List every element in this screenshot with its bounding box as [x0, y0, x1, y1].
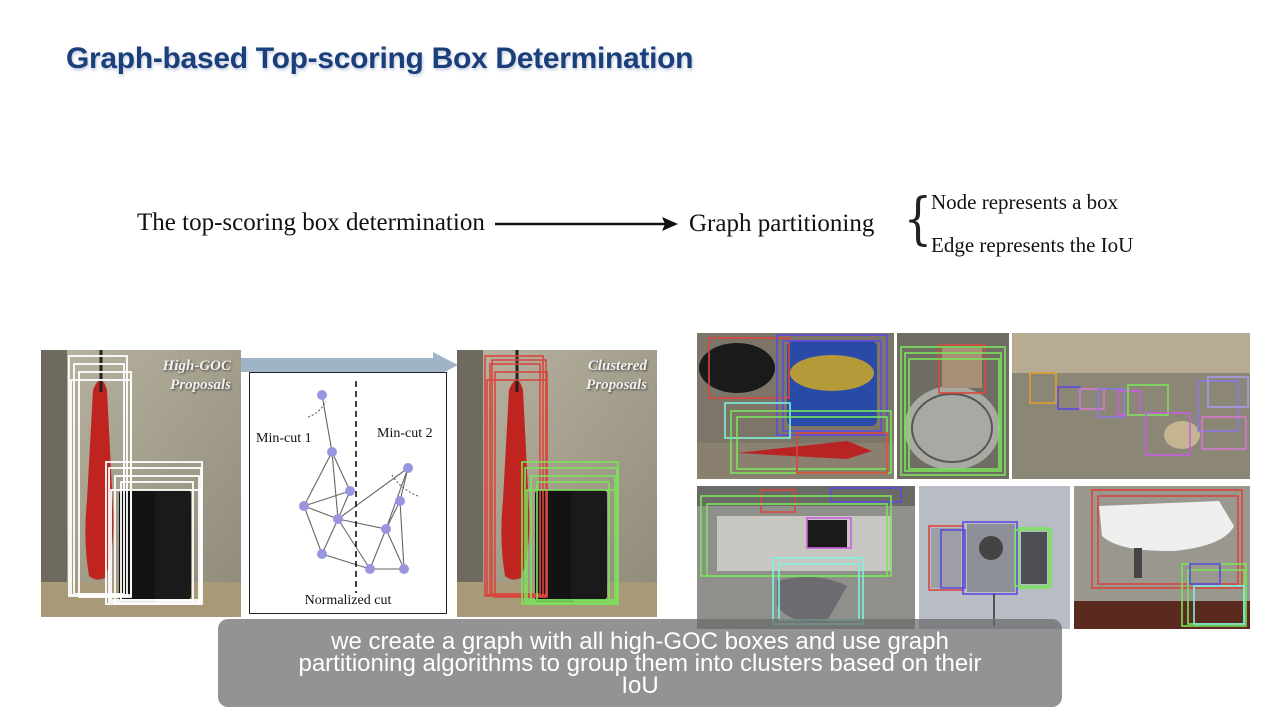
graph-svg: [299, 381, 421, 593]
mincut1-label: Min-cut 1: [256, 431, 312, 446]
right-photo-label-1: Clustered: [587, 358, 647, 374]
flow-left-text: The top-scoring box determination: [137, 209, 485, 236]
caption-line-1: we create a graph with all high-GOC boxe…: [331, 628, 949, 655]
example-photo-bowl: [897, 333, 1009, 479]
photo-high-goc-proposals: High-GOC Proposals: [41, 350, 241, 617]
example-photo-desk: [697, 486, 915, 629]
left-photo-label-1: High-GOC: [162, 358, 231, 374]
left-photo-label-2: Proposals: [170, 377, 231, 393]
mincut2-label: Min-cut 2: [377, 426, 433, 441]
process-arrow-icon: [241, 352, 458, 378]
detail-edge: Edge represents the IoU: [931, 233, 1134, 257]
example-photo-phones: [919, 486, 1070, 629]
flow-arrow-icon: [495, 217, 678, 231]
detail-node: Node represents a box: [931, 190, 1119, 214]
photo-clustered-proposals: Clustered Proposals: [457, 350, 657, 617]
graph-diagram: Min-cut 1 Min-cut 2 Normalized cut: [249, 372, 447, 614]
caption-line-2: partitioning algorithms to group them in…: [298, 650, 982, 677]
curly-brace-icon: {: [903, 187, 933, 252]
flow-right-text: Graph partitioning: [689, 210, 875, 237]
video-caption: we create a graph with all high-GOC boxe…: [218, 619, 1062, 707]
normalized-cut-label: Normalized cut: [304, 593, 392, 608]
example-photo-mug-scissors: [697, 333, 894, 479]
right-photo-label-2: Proposals: [586, 377, 647, 393]
example-photo-elephants: [1012, 333, 1250, 479]
slide-title: Graph-based Top-scoring Box Determinatio…: [66, 42, 694, 75]
example-photo-sink: [1074, 486, 1250, 629]
caption-line-3: IoU: [621, 672, 659, 699]
